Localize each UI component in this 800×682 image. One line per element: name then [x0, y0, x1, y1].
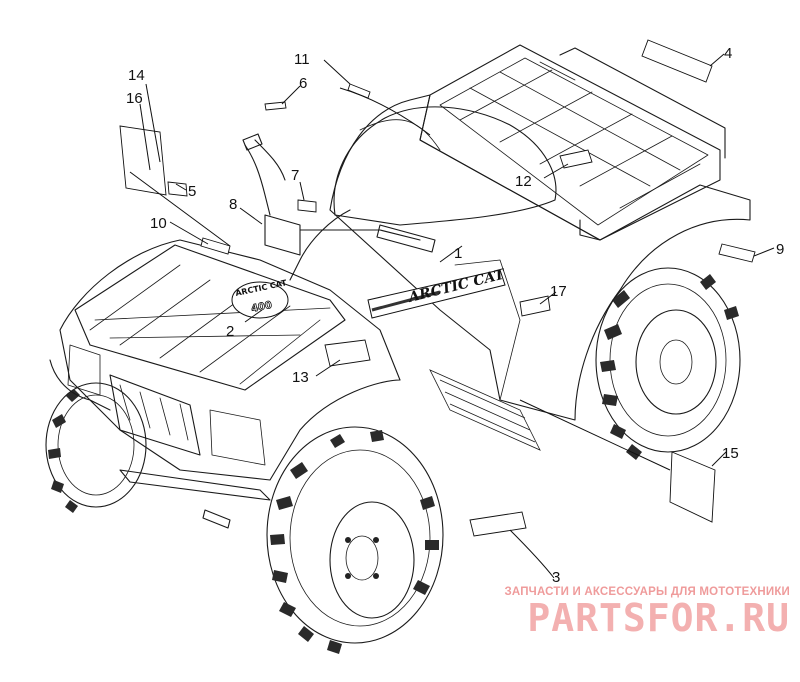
- decal-17: [519, 295, 551, 317]
- decal-5: [167, 181, 188, 197]
- decal-14-16: [119, 125, 167, 196]
- decal-2-front-logo: [231, 281, 289, 319]
- callout-16: 16: [126, 90, 143, 107]
- footwell: [429, 369, 541, 451]
- callout-10: 10: [150, 215, 167, 232]
- decal-10: [200, 237, 231, 255]
- callout-3: 3: [552, 569, 560, 586]
- callouts: 1 2 3 4 5 6 7 8 9 10 11 12 13 14 15 16 1…: [126, 45, 784, 586]
- decal-6: [264, 101, 287, 111]
- rear-right-wheel: [595, 267, 741, 460]
- handlebars: [242, 133, 436, 281]
- callout-13: 13: [292, 369, 309, 386]
- callout-15: 15: [722, 445, 739, 462]
- seat: [333, 106, 557, 226]
- decal-4: [641, 39, 713, 83]
- decals: ARCTIC CAT ARCTIC CAT 400: [119, 39, 756, 537]
- watermark: ЗАПЧАСТИ И АКСЕССУАРЫ ДЛЯ МОТОТЕХНИКИ PA…: [470, 586, 790, 638]
- watermark-brand: PARTSFOR.RU: [527, 596, 790, 640]
- callout-11: 11: [294, 51, 310, 68]
- callout-1: 1: [454, 245, 462, 262]
- front-left-wheel: [45, 382, 147, 513]
- front-body: [49, 239, 401, 529]
- leader-lines: [129, 53, 775, 579]
- rear-fender: [329, 94, 751, 421]
- callout-9: 9: [776, 241, 784, 258]
- decal-11: [347, 83, 371, 99]
- callout-17: 17: [550, 283, 567, 300]
- callout-5: 5: [188, 183, 196, 200]
- decal-12: [559, 149, 593, 169]
- callout-4: 4: [724, 45, 732, 62]
- decal-3: [469, 511, 527, 537]
- decal-9: [718, 243, 756, 263]
- decal-15: [669, 451, 716, 523]
- callout-14: 14: [128, 67, 145, 84]
- watermark-tagline: ЗАПЧАСТИ И АКСЕССУАРЫ ДЛЯ МОТОТЕХНИКИ: [504, 586, 790, 598]
- callout-7: 7: [291, 167, 299, 184]
- decal-13: [324, 339, 371, 367]
- callout-2: 2: [226, 323, 234, 340]
- callout-12: 12: [515, 173, 532, 190]
- rear-rack: [419, 44, 726, 241]
- front-right-wheel: [266, 426, 444, 654]
- front-logo-number: 400: [250, 300, 273, 315]
- decal-7: [297, 199, 317, 213]
- callout-8: 8: [229, 196, 237, 213]
- callout-6: 6: [299, 75, 307, 92]
